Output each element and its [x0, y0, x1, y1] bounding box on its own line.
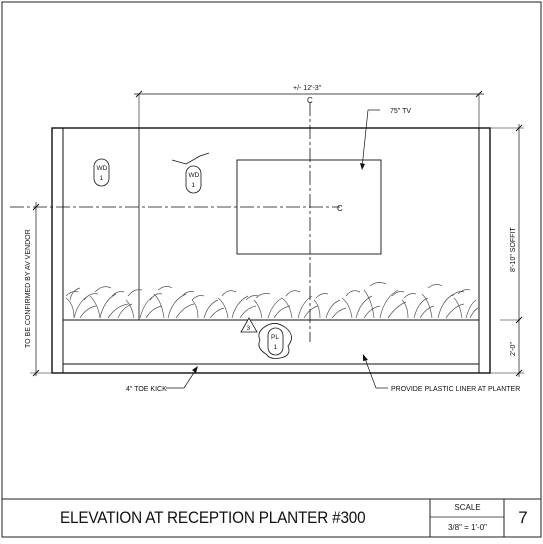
dimension-tick: [135, 90, 143, 98]
wall-outline: [51, 127, 491, 374]
scale-value: 3/8" = 1'-0": [447, 523, 487, 532]
wd-tag-a-bottom: 1: [100, 175, 104, 182]
dimension-tick: [515, 124, 523, 132]
detail-triangle-number: 3: [247, 325, 251, 332]
top-dimension-label: +/- 12'-3": [293, 85, 322, 92]
sheet-number: 7: [518, 508, 528, 527]
left-dimension-note: TO BE CONFIRMED BY AV VENDOR: [25, 229, 32, 348]
planter-plants: [65, 282, 479, 319]
soffit-dimension-label: 8'-10" SOFFIT: [510, 227, 517, 272]
tv-leader-arrow: [360, 163, 365, 170]
title-block: ELEVATION AT RECEPTION PLANTER #300 SCAL…: [0, 499, 543, 539]
dimension-tick: [32, 369, 40, 377]
liner-leader-arrow: [363, 354, 368, 361]
horizontal-centerline-symbol: C: [337, 204, 343, 213]
pl-tag-bottom: 1: [274, 344, 278, 351]
wd-tag-b-top: WD: [189, 172, 200, 179]
planter-height-dimension-label: 2'-0": [510, 342, 517, 356]
tv-outline: [236, 159, 382, 255]
tv-leader: [361, 109, 369, 169]
dimension-tick: [515, 316, 523, 324]
wd-tag-b: [185, 165, 202, 194]
drawing-title: ELEVATION AT RECEPTION PLANTER #300: [60, 508, 366, 527]
vertical-centerline-symbol: C: [307, 96, 313, 105]
section-cut-mark: [171, 152, 210, 165]
scale-label: SCALE: [454, 503, 481, 512]
toe-kick-leader-arrow: [192, 366, 198, 373]
pl-tag: [267, 327, 284, 356]
detail-triangle: [240, 317, 258, 333]
dimension-tick: [32, 203, 40, 211]
pl-tag-top: PL: [271, 334, 279, 341]
toe-kick-note: 4" TOE KICK: [126, 386, 167, 393]
wd-tag-a-top: WD: [97, 165, 108, 172]
wd-tag-a: [93, 158, 110, 187]
tv-label: 75" TV: [390, 108, 411, 115]
dimension-tick: [515, 369, 523, 377]
liner-note: PROVIDE PLASTIC LINER AT PLANTER: [391, 386, 520, 393]
dimension-tick: [475, 90, 483, 98]
wd-tag-b-bottom: 1: [192, 182, 196, 189]
liner-leader: [363, 355, 377, 389]
